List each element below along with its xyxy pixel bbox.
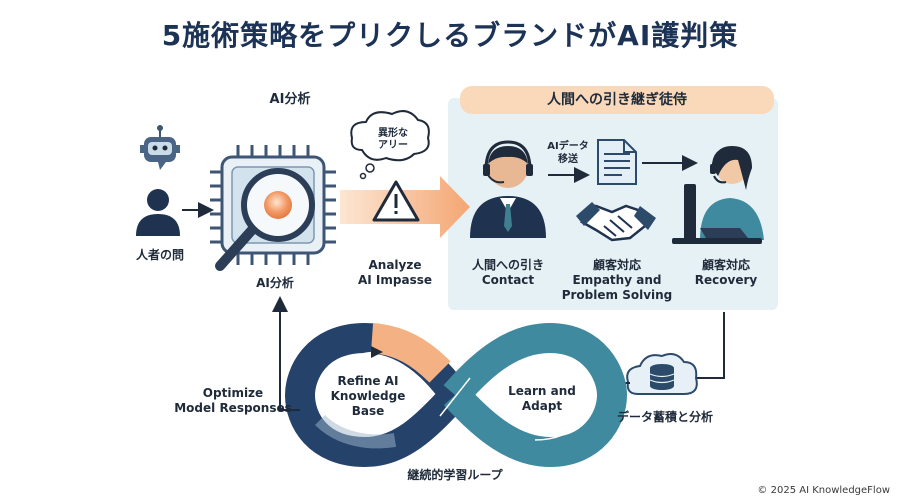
handshake-icon [576, 202, 656, 242]
warning-icon [372, 180, 420, 222]
handoff-panel-heading: 人間への引き継ぎ徒侍 [460, 86, 774, 114]
page-title: 5施術策略をプリクしるブランドがAI護判策 [161, 19, 739, 52]
infinity-loop [284, 322, 628, 468]
ai-data-transfer-label: AIデータ 移送 [547, 141, 589, 165]
loop-caption: 継続的学習ループ [407, 468, 503, 482]
person-icon [136, 189, 180, 236]
magnifier-icon [215, 168, 315, 271]
support-agent-icon [672, 146, 764, 244]
database-icon [626, 353, 698, 395]
empathy-label: 顧客対応 Empathy and Problem Solving [561, 258, 673, 302]
robot-icon [140, 125, 180, 170]
analyze-impasse-label: Analyze AI Impasse [357, 258, 432, 287]
refine-label: Refine AI Knowledge Base [330, 374, 406, 418]
cloud-label: 異形な アリー [378, 128, 408, 151]
ai-analysis-heading: AI分析 [269, 92, 311, 107]
copyright: © 2025 AI KnowledgeFlow [757, 485, 890, 496]
learn-adapt-label: Learn and Adapt [508, 384, 576, 413]
thought-cloud-icon [350, 110, 430, 180]
recovery-label: 顧客対応 Recovery [694, 258, 758, 287]
agent-icon [470, 140, 546, 238]
ai-analysis-label: AI分析 [256, 276, 294, 290]
human-contact-label: 人間への引き Contact [471, 258, 544, 287]
data-store-label: データ蓄積と分析 [616, 410, 713, 424]
user-question-label: 人者の問 [135, 248, 184, 262]
document-icon [597, 139, 637, 185]
optimize-label: Optimize Model Responses [174, 386, 292, 415]
